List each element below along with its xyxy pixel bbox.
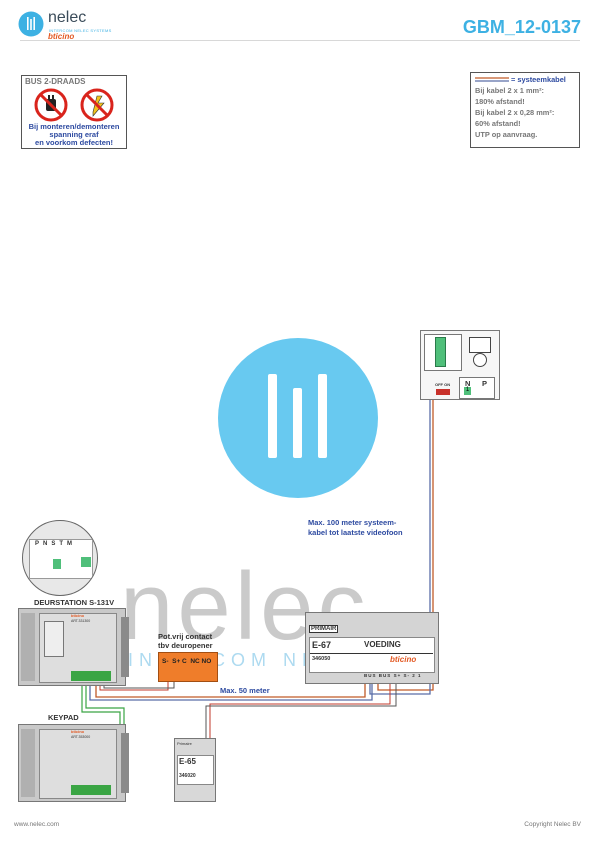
max-50-label: Max. 50 meter [220,686,270,695]
psu-e67: PRIMAIR E-67 VOEDING 346050 bticino BUS … [305,612,439,684]
header-divider [20,40,580,41]
cable-note-line-3: 180% afstand! [475,97,525,106]
max-100-line-2: kabel tot laatste videofoon [308,528,403,537]
cable-note-line-6: UTP op aanvraag. [475,130,538,139]
system-cable-monitor [377,348,434,691]
watermark-logo-icon [218,338,378,498]
monitor-knob-icon [473,353,487,367]
brand-tagline: INTERCOM NELEC SYSTEMS [49,28,112,33]
warning-title: BUS 2-DRAADS [25,77,86,86]
monitor-np-box: N P 1 [459,377,495,399]
relay-module: S- S+ C NC NO [158,652,218,682]
monitor-terminal-block [435,337,446,367]
keypad-label: KEYPAD [48,713,79,722]
cable-note-line-1: = systeemkabel [511,75,566,84]
psu-logo: bticino [390,655,417,664]
brand-name: nelec [48,9,87,26]
psu-name: VOEDING [364,640,401,649]
partner-logo: bticino [48,32,75,41]
warning-line-1: Bij monteren/demonteren [28,122,120,131]
monitor-screen-icon [469,337,491,353]
footer-url: www.nelec.com [14,821,60,828]
warning-box: BUS 2-DRAADS Bij monteren/demonteren spa… [21,75,127,149]
warning-line-3: en voorkom defecten! [35,138,113,147]
monitor-switch [436,389,450,395]
door-station-terminal-block [71,671,111,681]
system-cable-door [95,680,366,698]
door-station: bticino ART.331300 [18,608,129,686]
e65-module: Primaire E-65 346020 [174,738,216,802]
warning-line-2: spanning eraf [49,130,99,139]
max-100-line-1: Max. 100 meter systeem- [308,518,397,527]
system-cable-legend-icon [475,77,509,82]
cable-note-line-4: Bij kabel 2 x 0,28 mm²: [475,108,555,117]
relay-caption-1: Pot.vrij contact [158,632,213,641]
monitor-offon-label: OFF ON [435,382,451,387]
door-station-label: DEURSTATION S-131V [34,598,115,607]
no-plug-icon [34,88,68,122]
footer-copyright: Copyright Nelec BV [524,821,581,828]
terminal-zoom-callout: PNSTM [22,520,98,596]
cable-note: = systeemkabel Bij kabel 2 x 1 mm²: 180%… [470,72,580,148]
keypad-terminal-block [71,785,111,795]
keypad-unit: bticino ART.353000 [18,724,129,802]
cable-note-line-2: Bij kabel 2 x 1 mm²: [475,86,545,95]
no-voltage-icon [80,88,114,122]
psu-output-terminals: BUS BUS S+ S- 2 1 [364,673,422,678]
e65-supply-wire [209,680,391,800]
document-id: GBM_12-0137 [462,17,581,37]
psu-part: 346050 [312,656,331,662]
relay-caption-2: tbv deuropener [158,641,213,650]
cable-note-line-5: 60% afstand! [475,119,521,128]
monitor-unit: OFF ON N P 1 [420,330,500,400]
psu-model: E-67 [312,640,332,650]
zoom-terminal-letters: PNSTM [35,541,77,547]
nelec-logo-icon [18,11,44,37]
